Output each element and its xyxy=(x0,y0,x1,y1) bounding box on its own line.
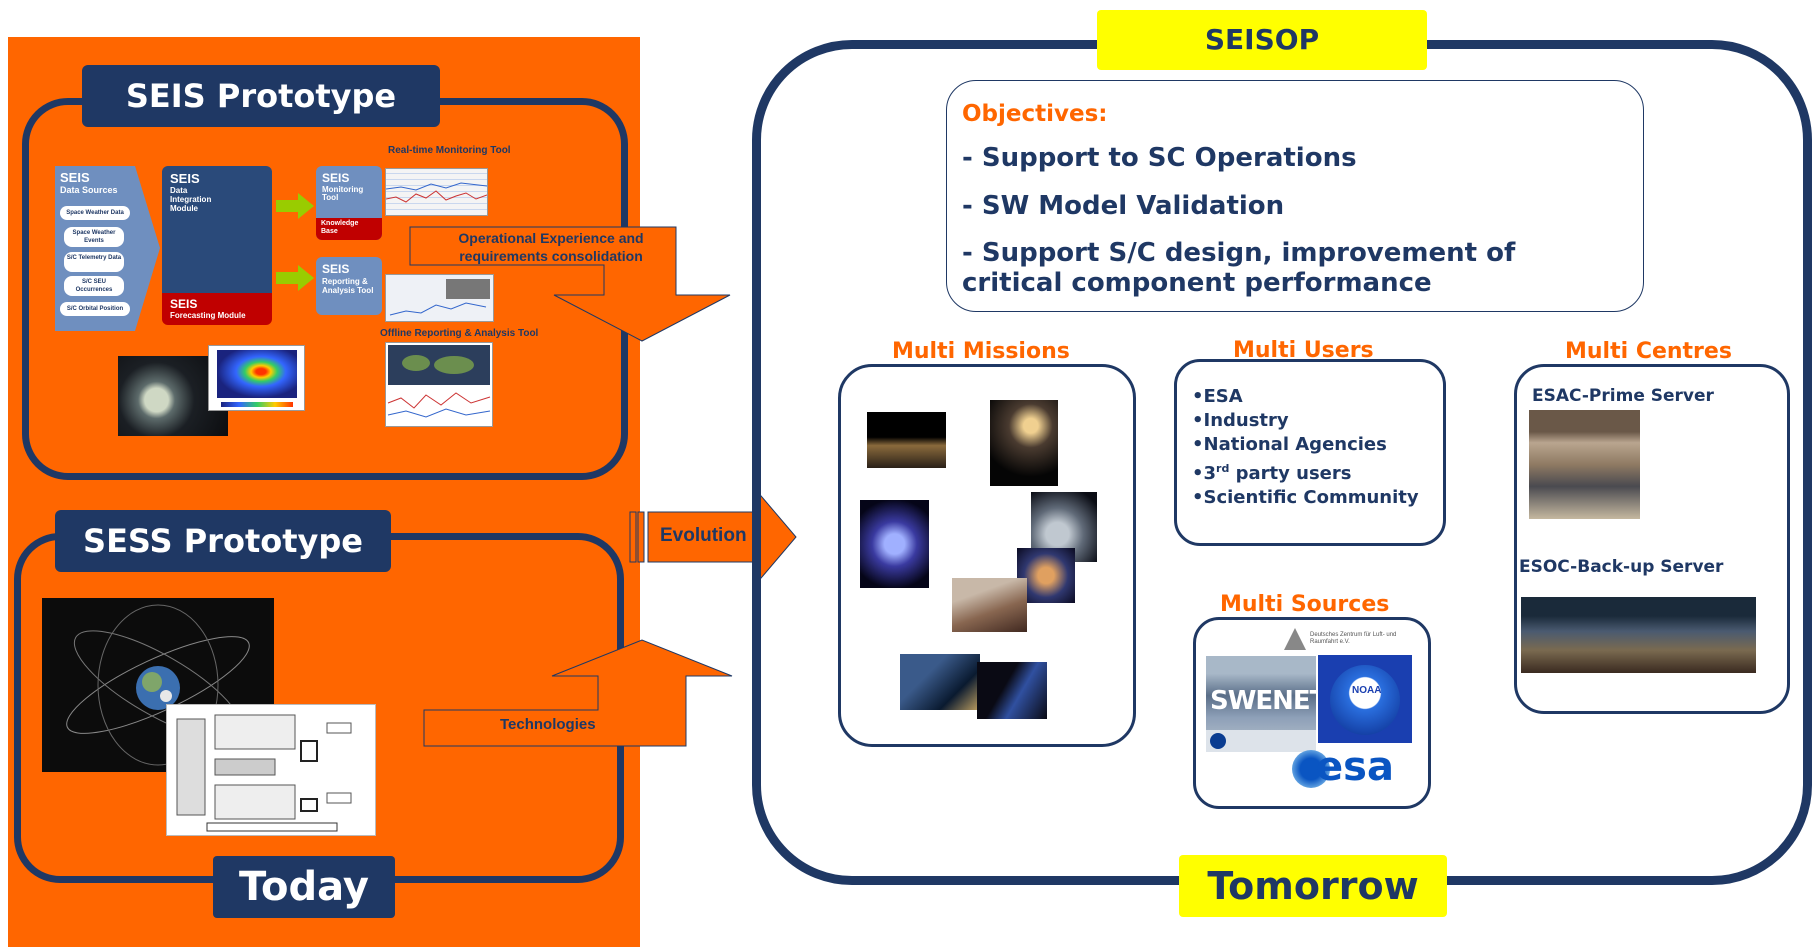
objective-line: critical component performance xyxy=(962,268,1432,298)
space-weather-map xyxy=(208,345,305,411)
integration-subheading: Data Integration Module xyxy=(170,186,212,213)
operational-experience-label: Operational Experience and requirements … xyxy=(458,230,644,264)
reporting-screenshot xyxy=(385,274,494,322)
esa-logo: esa xyxy=(1290,744,1410,794)
forecasting-subheading: Forecasting Module xyxy=(170,311,246,320)
objective-line: - SW Model Validation xyxy=(962,191,1285,221)
esac-server-photo xyxy=(1529,410,1640,519)
mission-image xyxy=(860,500,929,588)
architecture-diagram-image xyxy=(166,704,376,836)
realtime-monitoring-screenshot xyxy=(385,168,488,216)
knowledge-base-label: Knowledge Base xyxy=(321,220,359,235)
seisop-title: SEISOP xyxy=(1097,10,1427,70)
chevron-right-icon xyxy=(135,166,160,331)
monitoring-subheading: Monitoring Tool xyxy=(322,185,364,202)
swenet-logo: SWENET xyxy=(1206,656,1327,744)
monitoring-heading: SEIS xyxy=(322,171,350,185)
objective-line: - Support to SC Operations xyxy=(962,143,1357,173)
offline-reporting-label: Offline Reporting & Analysis Tool xyxy=(380,328,539,339)
user-item: •National Agencies xyxy=(1192,434,1387,455)
data-source-item: S/C SEU Occurrences xyxy=(64,276,124,296)
dlr-logo: Deutsches Zentrum für Luft- und Raumfahr… xyxy=(1284,628,1404,662)
data-source-item: S/C Orbital Position xyxy=(60,302,130,316)
data-source-item: S/C Telemetry Data xyxy=(64,252,124,272)
esoc-label: ESOC-Back-up Server xyxy=(1519,557,1724,577)
multi-missions-heading: Multi Missions xyxy=(892,339,1070,364)
technologies-arrow xyxy=(423,639,733,747)
objectives-box xyxy=(946,80,1644,312)
multi-users-heading: Multi Users xyxy=(1233,338,1374,363)
noaa-logo: NOAA xyxy=(1318,655,1412,743)
knowledge-base-strip xyxy=(316,218,382,240)
arrow-right-icon xyxy=(276,265,314,291)
technologies-label: Technologies xyxy=(500,716,596,733)
mission-image xyxy=(900,654,980,710)
mission-image xyxy=(867,412,946,468)
data-source-item: Space Weather Events xyxy=(64,227,124,247)
sess-prototype-title: SESS Prototype xyxy=(55,510,391,572)
reporting-heading: SEIS xyxy=(322,262,350,276)
offline-reporting-screenshot xyxy=(385,342,493,427)
mission-image xyxy=(990,400,1058,486)
today-label: Today xyxy=(213,856,395,918)
arrow-right-icon xyxy=(276,193,314,219)
user-item: •Scientific Community xyxy=(1192,487,1419,508)
user-item: •ESA xyxy=(1192,386,1243,407)
nasa-logo xyxy=(1206,730,1316,752)
data-sources-heading: SEIS xyxy=(60,170,90,185)
objectives-heading: Objectives: xyxy=(962,101,1108,127)
user-item: •Industry xyxy=(1192,410,1289,431)
multi-centres-heading: Multi Centres xyxy=(1565,339,1732,364)
reporting-subheading: Reporting & Analysis Tool xyxy=(322,277,374,295)
integration-heading: SEIS xyxy=(170,171,200,186)
data-source-item: Space Weather Data xyxy=(60,206,130,220)
seis-prototype-title: SEIS Prototype xyxy=(82,65,440,127)
tomorrow-label: Tomorrow xyxy=(1179,855,1447,917)
esac-label: ESAC-Prime Server xyxy=(1532,386,1714,406)
multi-users-box xyxy=(1174,359,1446,546)
forecasting-module-strip xyxy=(162,293,272,325)
multi-sources-heading: Multi Sources xyxy=(1220,592,1390,617)
mission-image xyxy=(952,578,1027,632)
data-sources-subheading: Data Sources xyxy=(60,185,118,195)
reporting-tool-box xyxy=(316,257,382,315)
esoc-server-photo xyxy=(1521,597,1756,673)
forecasting-heading: SEIS xyxy=(170,297,198,311)
operational-experience-arrow xyxy=(409,226,731,342)
users-list: •ESA •Industry •National Agencies •3rd p… xyxy=(1192,385,1419,510)
objective-line: - Support S/C design, improvement of xyxy=(962,238,1516,268)
mission-image xyxy=(977,662,1047,719)
evolution-label: Evolution xyxy=(660,525,747,546)
user-item: •3rd party users xyxy=(1192,462,1352,484)
realtime-monitoring-label: Real-time Monitoring Tool xyxy=(388,145,511,156)
